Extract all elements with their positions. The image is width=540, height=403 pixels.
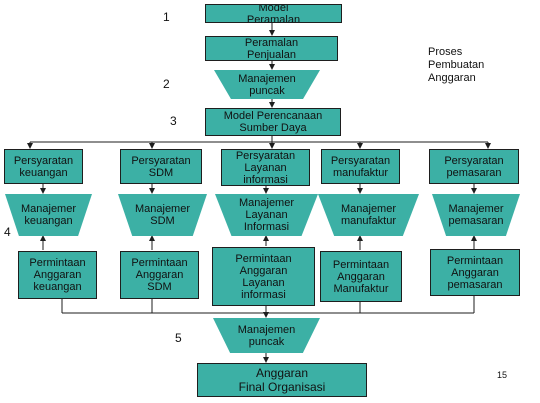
manajemer-pemasaran: Manajemer pemasaran bbox=[432, 194, 520, 236]
permintaan-manufaktur-box: Permintaan Anggaran Manufaktur bbox=[320, 251, 402, 302]
manajemen-puncak-bottom: Manajemen puncak bbox=[213, 318, 320, 353]
permintaan-layanan-box: Permintaan Anggaran Layanan informasi bbox=[212, 247, 315, 306]
step-number-3: 3 bbox=[170, 114, 177, 128]
permintaan-pemasaran-box: Permintaan Anggaran pemasaran bbox=[430, 249, 520, 296]
manajemer-manufaktur: Manajemer manufaktur bbox=[318, 194, 419, 236]
persyaratan-keuangan-box: Persyaratan keuangan bbox=[4, 149, 83, 184]
manajemer-keuangan: Manajemer keuangan bbox=[5, 194, 92, 236]
model-perencanaan-box: Model Perencanaan Sumber Daya bbox=[205, 108, 341, 136]
model-peramalan-box: Model Peramalan bbox=[205, 4, 342, 23]
persyaratan-layanan-box: Persyaratan Layanan informasi bbox=[221, 149, 310, 186]
step-number-2: 2 bbox=[163, 77, 170, 91]
manajemer-sdm: Manajemer SDM bbox=[118, 194, 207, 236]
process-title-note: Proses Pembuatan Anggaran bbox=[428, 46, 485, 84]
anggaran-final-box: Anggaran Final Organisasi bbox=[197, 363, 367, 397]
persyaratan-sdm-box: Persyaratan SDM bbox=[120, 149, 202, 184]
persyaratan-pemasaran-box: Persyaratan pemasaran bbox=[429, 149, 519, 184]
manajemer-layanan: Manajemer Layanan Informasi bbox=[215, 194, 318, 236]
manajemen-puncak-top: Manajemen puncak bbox=[214, 70, 320, 99]
permintaan-keuangan-box: Permintaan Anggaran keuangan bbox=[18, 251, 97, 299]
peramalan-penjualan-box: Peramalan Penjualan bbox=[205, 36, 338, 61]
step-number-1: 1 bbox=[163, 10, 170, 24]
page-number: 15 bbox=[497, 370, 508, 380]
step-number-5: 5 bbox=[175, 331, 182, 345]
step-number-4: 4 bbox=[4, 225, 11, 239]
persyaratan-manufaktur-box: Persyaratan manufaktur bbox=[321, 149, 400, 184]
permintaan-sdm-box: Permintaan Anggaran SDM bbox=[120, 251, 199, 299]
